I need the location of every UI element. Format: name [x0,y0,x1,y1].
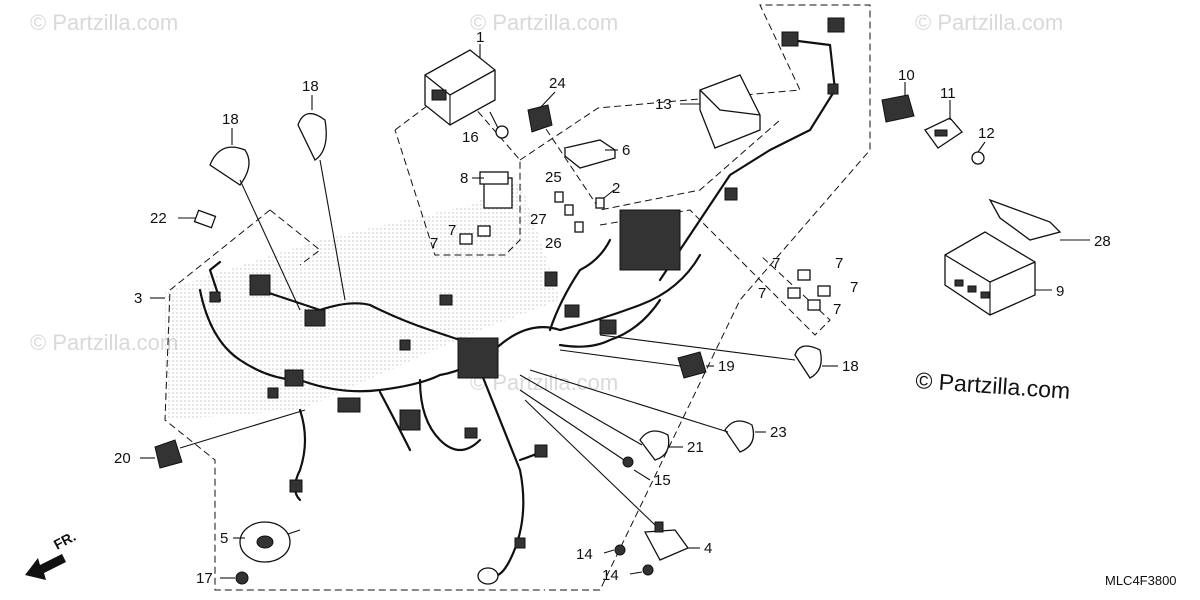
callout-16: 16 [462,129,479,146]
band-part-18-c [794,345,822,379]
callout-7: 7 [758,285,766,302]
unit-part-13 [699,74,761,149]
connector-part-22 [193,209,217,229]
watermark: © Partzilla.com [470,10,618,35]
fuse-box-part-6 [563,139,617,169]
upper-harness-connectors [724,17,845,201]
front-direction-arrow [25,554,66,580]
callout-11: 11 [940,85,956,102]
main-harness [198,238,702,578]
relay-part-7-group-a [459,225,491,245]
callout-7: 7 [835,255,843,272]
callout-5: 5 [220,530,228,547]
diagram-code: MLC4F3800 [1105,573,1177,588]
callout-18: 18 [302,78,319,95]
harness-connectors [209,209,681,585]
callout-19: 19 [718,358,735,375]
callout-15: 15 [654,472,671,489]
lock-part-11 [924,117,963,149]
switch-part-10 [881,94,915,123]
clip-part-19 [677,351,707,379]
clamp-part-21 [639,430,670,461]
bolt-part-17 [235,571,249,585]
bolt-part-15 [622,456,634,468]
callout-14: 14 [576,546,593,563]
watermark: © Partzilla.com [30,330,178,355]
key-part-12 [971,141,986,165]
brand-watermark: © Partzilla.com [915,367,1071,404]
callout-6: 6 [622,142,630,159]
watermark: © Partzilla.com [915,10,1063,35]
callout-13: 13 [655,96,672,113]
callout-10: 10 [898,67,915,84]
front-label: FR. [51,528,78,553]
callout-20: 20 [114,450,131,467]
callout-2: 2 [612,180,620,197]
callout-22: 22 [150,210,167,227]
callout-25: 25 [545,169,562,186]
clamp-part-23 [724,420,755,453]
band-part-18-a [209,146,250,186]
relay-part-7-group-b [787,269,831,311]
watermark: © Partzilla.com [30,10,178,35]
callout-7: 7 [448,222,456,239]
callout-7: 7 [772,255,780,272]
control-module-part-1 [424,49,496,126]
bracket-part-4 [643,521,690,561]
strap-part-28 [988,198,1062,241]
sensor-part-24 [527,104,553,133]
bolt-part-16 [489,111,509,139]
upper-harness-branch [658,38,837,282]
callout-1: 1 [476,29,484,46]
callout-12: 12 [978,125,995,142]
callout-7: 7 [850,279,858,296]
callout-26: 26 [545,235,562,252]
callout-23: 23 [770,424,787,441]
callout-18: 18 [842,358,859,375]
callout-9: 9 [1056,283,1064,300]
callout-18: 18 [222,111,239,128]
callout-7: 7 [833,301,841,318]
bolt-part-14-b [629,564,654,576]
band-part-18-b [297,113,327,161]
callout-28: 28 [1094,233,1111,250]
callout-8: 8 [460,170,468,187]
callout-24: 24 [549,75,566,92]
callout-3: 3 [134,290,142,307]
callout-7: 7 [430,235,438,252]
bolt-part-14-a [603,544,626,556]
relay-part-8 [479,171,513,209]
callout-17: 17 [196,570,213,587]
horn-part-5 [239,521,301,563]
ecu-part-9 [944,231,1036,316]
callout-4: 4 [704,540,712,557]
clip-part-20 [154,439,183,469]
callout-14: 14 [602,567,619,584]
fuse-set-parts-25-27-26-2 [554,191,605,233]
callout-21: 21 [687,439,704,456]
callout-27: 27 [530,211,547,228]
